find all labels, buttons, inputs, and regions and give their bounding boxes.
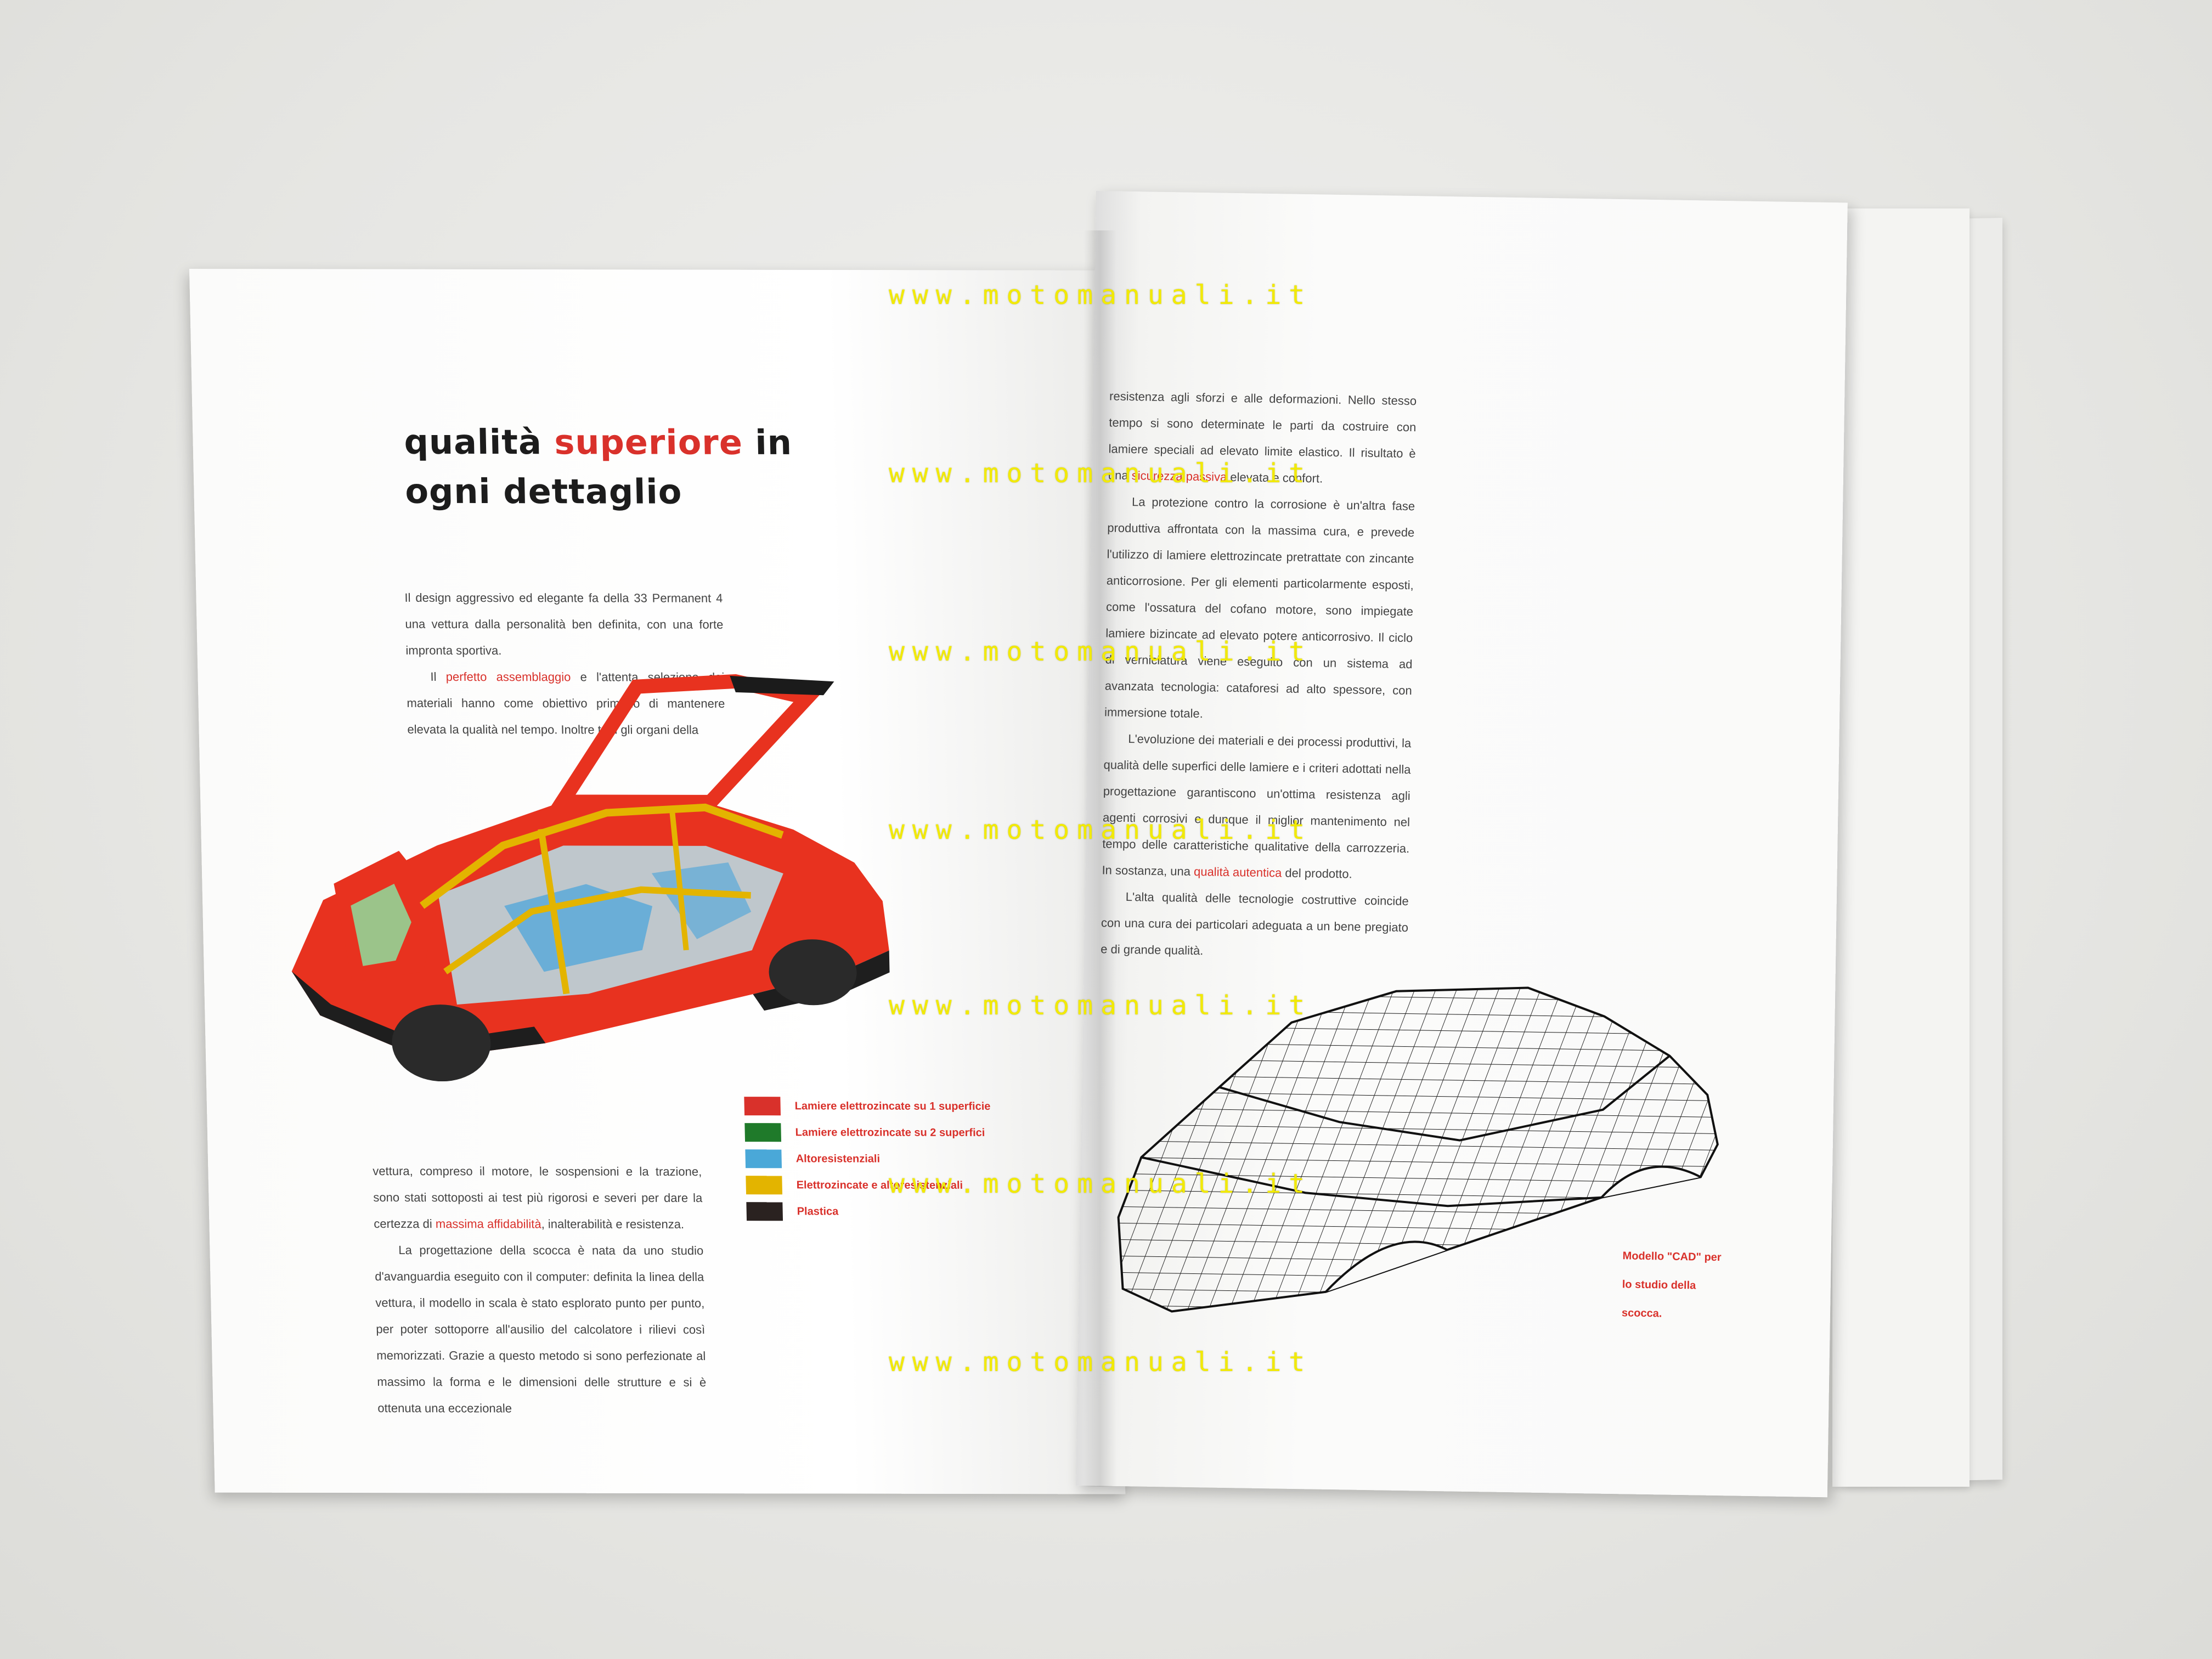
legend-label: Lamiere elettrozincate su 1 superficie (794, 1099, 991, 1113)
book-gutter (1084, 230, 1116, 1487)
lower-text: vettura, compreso il motore, le sospensi… (373, 1158, 707, 1422)
right-paragraph-4: L'alta qualità delle tecnologie costrutt… (1101, 890, 1409, 958)
legend-item: Lamiere elettrozincate su 2 superfici (744, 1119, 991, 1146)
legend-swatch (745, 1149, 782, 1169)
watermark: www.motomanuali.it (889, 1169, 1313, 1199)
watermark: www.motomanuali.it (889, 815, 1313, 845)
legend-swatch (744, 1123, 782, 1142)
title-line2: ogni dettaglio (404, 471, 683, 512)
watermark: www.motomanuali.it (889, 990, 1313, 1021)
page-title: qualità superiore in ogni dettaglio (404, 417, 794, 517)
lower-paragraph-2: La progettazione della scocca è nata da … (375, 1243, 707, 1415)
right-page: resistenza agli sforzi e alle deformazio… (1075, 191, 1848, 1498)
right-paragraph-2: La protezione contro la corrosione è un'… (1104, 495, 1415, 721)
cad-wireframe-illustration (1116, 981, 1720, 1320)
page-stack-top (1832, 208, 1970, 1487)
watermark: www.motomanuali.it (889, 458, 1313, 489)
legend-item: Lamiere elettrozincate su 1 superficie (744, 1093, 991, 1120)
legend-label: Lamiere elettrozincate su 2 superfici (795, 1126, 985, 1139)
legend-swatch (746, 1202, 783, 1221)
cad-caption-line: scocca. (1621, 1307, 1662, 1320)
intro-paragraph-1: Il design aggressivo ed elegante fa dell… (404, 590, 724, 658)
car-body-illustration (291, 674, 890, 1082)
right-paragraph-3a: L'evoluzione dei materiali e dei process… (1102, 732, 1412, 878)
watermark: www.motomanuali.it (889, 636, 1313, 667)
watermark: www.motomanuali.it (889, 1347, 1313, 1378)
legend-label: Plastica (797, 1205, 839, 1217)
lower-paragraph-1b: , inalterabilità e resistenza. (541, 1217, 685, 1231)
left-page: qualità superiore in ogni dettaglio Il d… (189, 269, 1126, 1494)
lower-highlight: massima affidabilità (435, 1217, 541, 1231)
right-paragraph-3b: del prodotto. (1282, 866, 1352, 881)
color-legend: Lamiere elettrozincate su 1 superficie L… (744, 1093, 993, 1225)
title-accent: superiore (554, 422, 743, 462)
title-part1: qualità (403, 421, 555, 462)
right-highlight-2: qualità autentica (1193, 864, 1282, 880)
cad-caption: Modello "CAD" per lo studio della scocca… (1622, 1242, 1749, 1329)
legend-label: Altoresistenziali (795, 1152, 881, 1165)
legend-swatch (746, 1176, 783, 1195)
cad-caption-line: Modello "CAD" per (1622, 1250, 1722, 1264)
legend-swatch (744, 1097, 781, 1116)
watermark: www.motomanuali.it (889, 280, 1313, 311)
legend-item: Plastica (746, 1198, 993, 1225)
cad-caption-line: lo studio della (1622, 1278, 1696, 1292)
title-part2: in (742, 422, 793, 462)
